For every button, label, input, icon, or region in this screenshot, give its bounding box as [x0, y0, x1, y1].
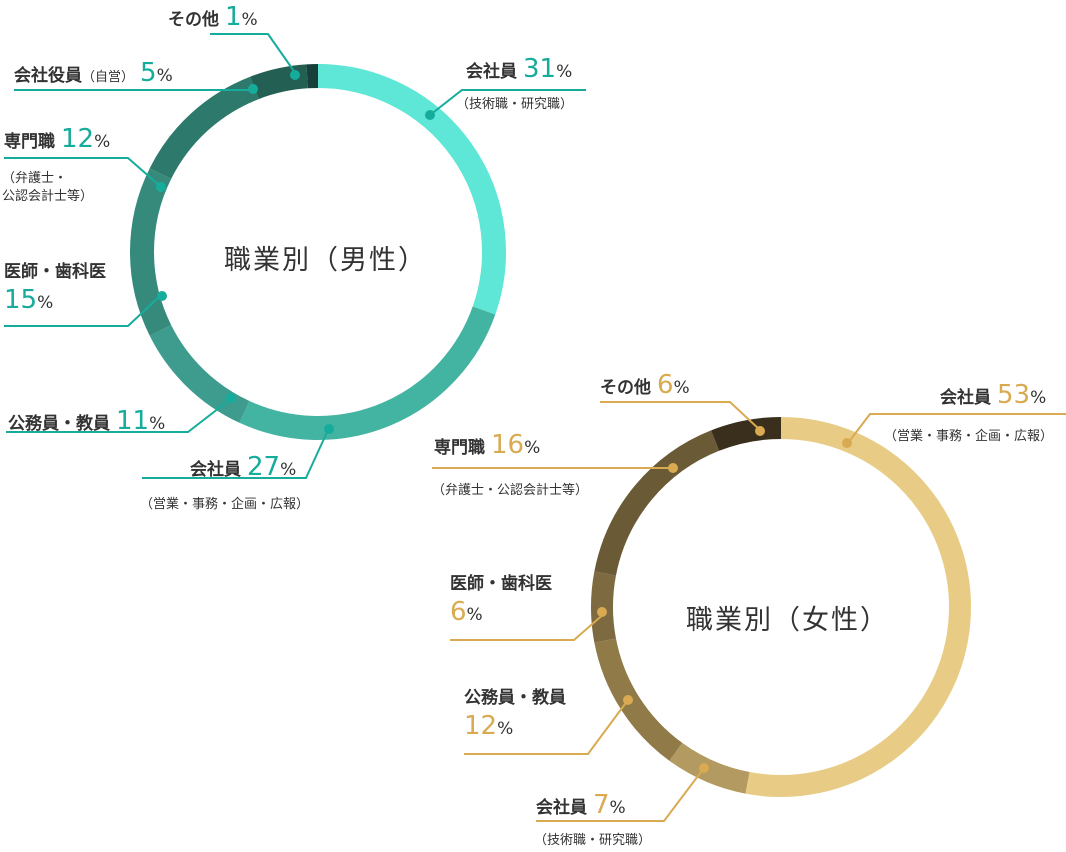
male-leader-dots: [156, 70, 435, 434]
donut-segment: [130, 168, 172, 336]
donut-segment: [711, 417, 782, 451]
female-note-professional: （弁護士・公認会計士等）: [432, 483, 589, 498]
male-note-professional: （弁護士・ 公認会計士等）: [2, 171, 94, 204]
female-note-engineer: （技術職・研究職）: [534, 833, 652, 848]
donut-segment: [250, 64, 309, 100]
female-note-office-worker: （営業・事務・企画・広報）: [884, 429, 1054, 444]
donut-segment: [149, 76, 259, 180]
male-label-executive: 会社役員（自営）5%: [14, 58, 173, 88]
donut-segment: [594, 638, 683, 761]
female-label-public-servant: 公務員・教員 12%: [464, 688, 566, 741]
donut-segment: [594, 430, 720, 576]
donut-segment: [591, 571, 617, 643]
male-label-doctor: 医師・歯科医 15%: [4, 262, 106, 315]
female-label-doctor: 医師・歯科医 6%: [450, 574, 552, 627]
donut-segment: [239, 306, 496, 440]
donut-segment: [669, 742, 750, 794]
female-leader-lines: [432, 401, 1066, 822]
donut-segment: [149, 324, 250, 423]
female-leader-dots: [597, 426, 852, 773]
female-donut: [591, 417, 971, 797]
male-note-engineer: （技術職・研究職）: [456, 97, 574, 112]
male-chart-title: 職業別（男性）: [224, 245, 427, 276]
donut-segment: [745, 417, 971, 797]
female-chart-title: 職業別（女性）: [686, 605, 889, 636]
male-note-office-worker: （営業・事務・企画・広報）: [140, 497, 310, 512]
donut-segment: [317, 64, 506, 315]
male-leader-lines: [4, 33, 586, 479]
